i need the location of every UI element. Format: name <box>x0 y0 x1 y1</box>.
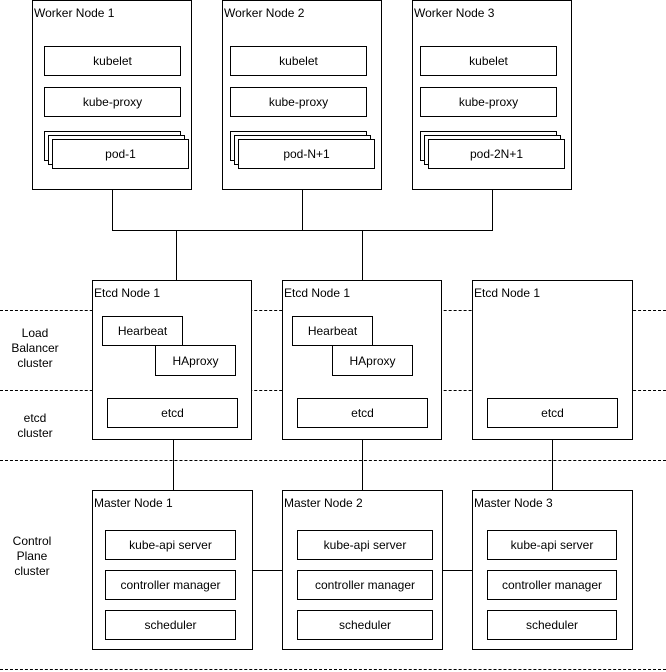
master-1-to-master-2-connector <box>253 570 283 571</box>
hearbeat-box: Hearbeat <box>102 316 183 346</box>
hearbeat-box: Hearbeat <box>292 316 373 346</box>
worker-3-connector <box>492 190 493 230</box>
etcd-box: etcd <box>487 398 618 428</box>
controller-manager-box: controller manager <box>105 570 236 600</box>
worker-bus-line <box>112 230 493 231</box>
master-2-to-master-3-connector <box>443 570 473 571</box>
kube-proxy-box: kube-proxy <box>44 87 181 117</box>
control-plane-cluster-label: Control Plane cluster <box>0 534 67 579</box>
node-title: Etcd Node 1 <box>94 286 161 300</box>
pod-box: pod-N+1 <box>238 139 375 169</box>
node-title: Master Node 3 <box>474 496 553 510</box>
etcd-box: etcd <box>297 398 428 428</box>
label-line: Balancer <box>11 341 59 355</box>
worker-1-connector <box>112 190 113 230</box>
bus-to-etcd-2-connector <box>362 230 363 280</box>
scheduler-box: scheduler <box>297 610 433 640</box>
etcd-box: etcd <box>107 398 238 428</box>
node-title: Master Node 1 <box>94 496 173 510</box>
label-line: etcd <box>23 411 47 425</box>
etcd-3-to-master-3-connector <box>552 440 553 490</box>
node-title: Etcd Node 1 <box>284 286 351 300</box>
kubelet-box: kubelet <box>44 46 181 76</box>
label-line: cluster <box>14 564 50 578</box>
kube-api-server-box: kube-api server <box>105 530 236 560</box>
controller-manager-box: controller manager <box>487 570 617 600</box>
node-title: Worker Node 3 <box>414 6 495 20</box>
label-line: cluster <box>17 356 53 370</box>
scheduler-box: scheduler <box>487 610 617 640</box>
haproxy-box: HAproxy <box>332 345 413 376</box>
etcd-1-to-master-1-connector <box>173 440 174 490</box>
node-title: Master Node 2 <box>284 496 363 510</box>
load-balancer-cluster-label: Load Balancer cluster <box>0 326 70 371</box>
controller-manager-box: controller manager <box>297 570 433 600</box>
section-divider-bottom <box>0 669 666 670</box>
pod-box: pod-2N+1 <box>428 139 565 169</box>
node-title: Worker Node 2 <box>224 6 305 20</box>
node-title: Etcd Node 1 <box>474 286 541 300</box>
bus-to-etcd-1-connector <box>176 230 177 280</box>
kubelet-box: kubelet <box>230 46 367 76</box>
node-title: Worker Node 1 <box>34 6 115 20</box>
kube-proxy-box: kube-proxy <box>420 87 557 117</box>
label-line: Plane <box>16 549 48 563</box>
label-line: Control <box>12 534 52 548</box>
worker-2-connector <box>302 190 303 230</box>
section-divider-etcd-control <box>0 460 666 461</box>
etcd-cluster-label: etcd cluster <box>0 411 70 441</box>
label-line: Load <box>21 326 49 340</box>
label-line: cluster <box>17 426 53 440</box>
kubelet-box: kubelet <box>420 46 557 76</box>
pod-box: pod-1 <box>52 139 189 169</box>
kube-api-server-box: kube-api server <box>297 530 433 560</box>
etcd-2-to-master-2-connector <box>362 440 363 490</box>
kube-proxy-box: kube-proxy <box>230 87 367 117</box>
kube-api-server-box: kube-api server <box>487 530 617 560</box>
haproxy-box: HAproxy <box>155 345 236 376</box>
scheduler-box: scheduler <box>105 610 236 640</box>
